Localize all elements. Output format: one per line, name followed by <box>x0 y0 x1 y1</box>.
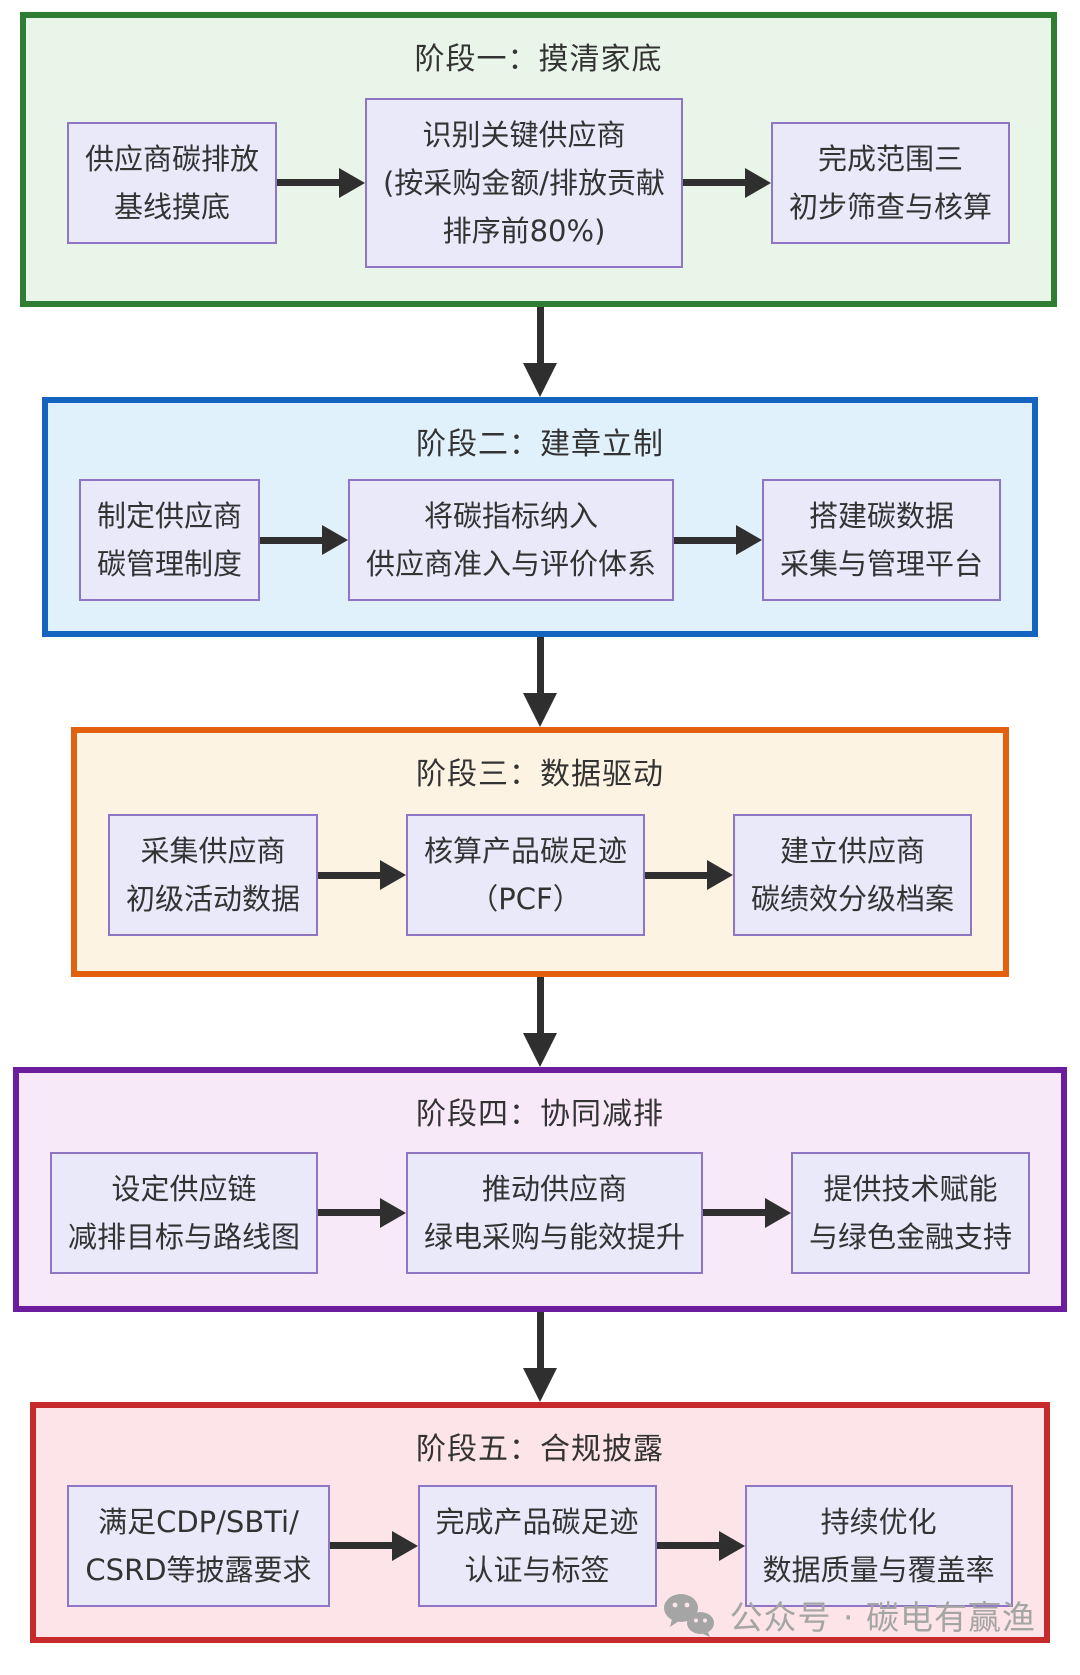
flow-node: 采集供应商 初级活动数据 <box>107 814 318 936</box>
flow-node: 持续优化 数据质量与覆盖率 <box>744 1484 1013 1607</box>
node-text-line: 设定供应链 <box>111 1171 257 1206</box>
stage-5-container: 阶段五：合规披露 满足CDP/SBTi/ CSRD等披露要求 完成产品碳足迹 认… <box>30 1402 1050 1643</box>
node-text-line: (按采购金额/排放贡献 <box>382 165 666 200</box>
stage-1-container: 阶段一：摸清家底 供应商碳排放 基线摸底 识别关键供应商 (按采购金额/排放贡献… <box>20 12 1057 307</box>
node-text-line: 完成产品碳足迹 <box>435 1504 639 1539</box>
stage-5-title: 阶段五：合规披露 <box>416 1432 664 1467</box>
node-text-line: 识别关键供应商 <box>422 117 626 152</box>
node-text-line: 数据质量与覆盖率 <box>762 1552 995 1587</box>
node-text-line: CSRD等披露要求 <box>85 1552 312 1587</box>
node-text-line: 碳管理制度 <box>96 547 242 581</box>
watermark-text: 公众号 · 碳电有赢渔 <box>729 1598 1036 1637</box>
wechat-icon <box>663 1594 714 1637</box>
flow-node: 供应商碳排放 基线摸底 <box>66 121 277 244</box>
flow-node: 将碳指标纳入 供应商准入与评价体系 <box>347 479 674 601</box>
node-text-line: 核算产品碳足迹 <box>423 834 627 868</box>
stage-2-title: 阶段二：建章立制 <box>416 427 664 462</box>
stage-4-container: 阶段四：协同减排 设定供应链 减排目标与路线图 推动供应商 绿电采购与能效提升 … <box>13 1067 1067 1312</box>
stage-3-boxes-row: 采集供应商 初级活动数据 核算产品碳足迹 （PCF） 建立供应商 碳绩效分级档案 <box>77 793 1003 971</box>
flow-node: 完成范围三 初步筛查与核算 <box>771 121 1011 244</box>
arrow-right-icon <box>317 1197 406 1228</box>
arrow-right-icon <box>259 525 348 555</box>
node-text-line: 认证与标签 <box>464 1552 610 1587</box>
node-text-line: 满足CDP/SBTi/ <box>98 1504 299 1539</box>
node-text-line: 制定供应商 <box>96 499 242 533</box>
arrow-down-icon <box>0 307 1080 397</box>
stage-1-boxes-row: 供应商碳排放 基线摸底 识别关键供应商 (按采购金额/排放贡献 排序前80%) … <box>26 78 1051 301</box>
node-text-line: 采集供应商 <box>140 834 286 868</box>
flow-node: 提供技术赋能 与绿色金融支持 <box>791 1151 1031 1274</box>
node-text-line: 碳绩效分级档案 <box>751 882 955 916</box>
stage-4-boxes-row: 设定供应链 减排目标与路线图 推动供应商 绿电采购与能效提升 提供技术赋能 与绿… <box>19 1133 1061 1306</box>
node-text-line: 减排目标与路线图 <box>67 1219 300 1254</box>
flow-node: 完成产品碳足迹 认证与标签 <box>417 1484 657 1607</box>
node-text-line: 完成范围三 <box>818 141 964 176</box>
arrow-right-icon <box>317 860 406 890</box>
stage-3-title: 阶段三：数据驱动 <box>416 757 664 792</box>
stage-5-boxes-row: 满足CDP/SBTi/ CSRD等披露要求 完成产品碳足迹 认证与标签 持续优化… <box>36 1468 1044 1637</box>
arrow-down-icon <box>0 977 1080 1067</box>
node-text-line: 推动供应商 <box>481 1171 627 1206</box>
flow-node: 搭建碳数据 采集与管理平台 <box>762 479 1002 601</box>
arrow-down-icon <box>0 1312 1080 1402</box>
node-text-line: 将碳指标纳入 <box>423 499 598 533</box>
node-text-line: 提供技术赋能 <box>823 1171 998 1206</box>
flow-node: 建立供应商 碳绩效分级档案 <box>733 814 973 936</box>
node-text-line: 绿电采购与能效提升 <box>423 1219 685 1254</box>
arrow-right-icon <box>674 525 762 555</box>
node-text-line: 排序前80%) <box>442 213 606 248</box>
stage-2-container: 阶段二：建章立制 制定供应商 碳管理制度 将碳指标纳入 供应商准入与评价体系 搭… <box>42 397 1038 637</box>
stage-3-container: 阶段三：数据驱动 采集供应商 初级活动数据 核算产品碳足迹 （PCF） 建立供应… <box>71 727 1009 977</box>
stage-4-title: 阶段四：协同减排 <box>416 1097 664 1132</box>
flow-node: 核算产品碳足迹 （PCF） <box>405 814 645 936</box>
stage-1-title: 阶段一：摸清家底 <box>414 42 663 77</box>
arrow-down-icon <box>0 637 1080 727</box>
node-text-line: 与绿色金融支持 <box>809 1219 1013 1254</box>
node-text-line: 初级活动数据 <box>125 882 300 916</box>
node-text-line: 初步筛查与核算 <box>789 189 993 224</box>
stage-2-boxes-row: 制定供应商 碳管理制度 将碳指标纳入 供应商准入与评价体系 搭建碳数据 采集与管… <box>48 463 1032 631</box>
arrow-right-icon <box>703 1197 791 1228</box>
flow-node: 识别关键供应商 (按采购金额/排放贡献 排序前80%) <box>364 97 684 268</box>
flow-node: 制定供应商 碳管理制度 <box>78 479 260 601</box>
node-text-line: 供应商准入与评价体系 <box>365 547 656 581</box>
node-text-line: 采集与管理平台 <box>780 547 984 581</box>
arrow-right-icon <box>329 1530 418 1561</box>
node-text-line: 基线摸底 <box>113 189 230 224</box>
arrow-right-icon <box>645 860 733 890</box>
flow-node: 设定供应链 减排目标与路线图 <box>49 1151 318 1274</box>
flow-node: 推动供应商 绿电采购与能效提升 <box>405 1151 703 1274</box>
node-text-line: 建立供应商 <box>780 834 926 868</box>
watermark: 公众号 · 碳电有赢渔 <box>660 1591 1036 1639</box>
node-text-line: 持续优化 <box>820 1504 937 1539</box>
arrow-right-icon <box>683 167 772 198</box>
arrow-right-icon <box>276 167 365 198</box>
flow-node: 满足CDP/SBTi/ CSRD等披露要求 <box>67 1484 330 1607</box>
arrow-right-icon <box>656 1530 745 1561</box>
node-text-line: 搭建碳数据 <box>809 499 955 533</box>
node-text-line: 供应商碳排放 <box>84 141 259 176</box>
node-text-line: （PCF） <box>469 882 582 916</box>
